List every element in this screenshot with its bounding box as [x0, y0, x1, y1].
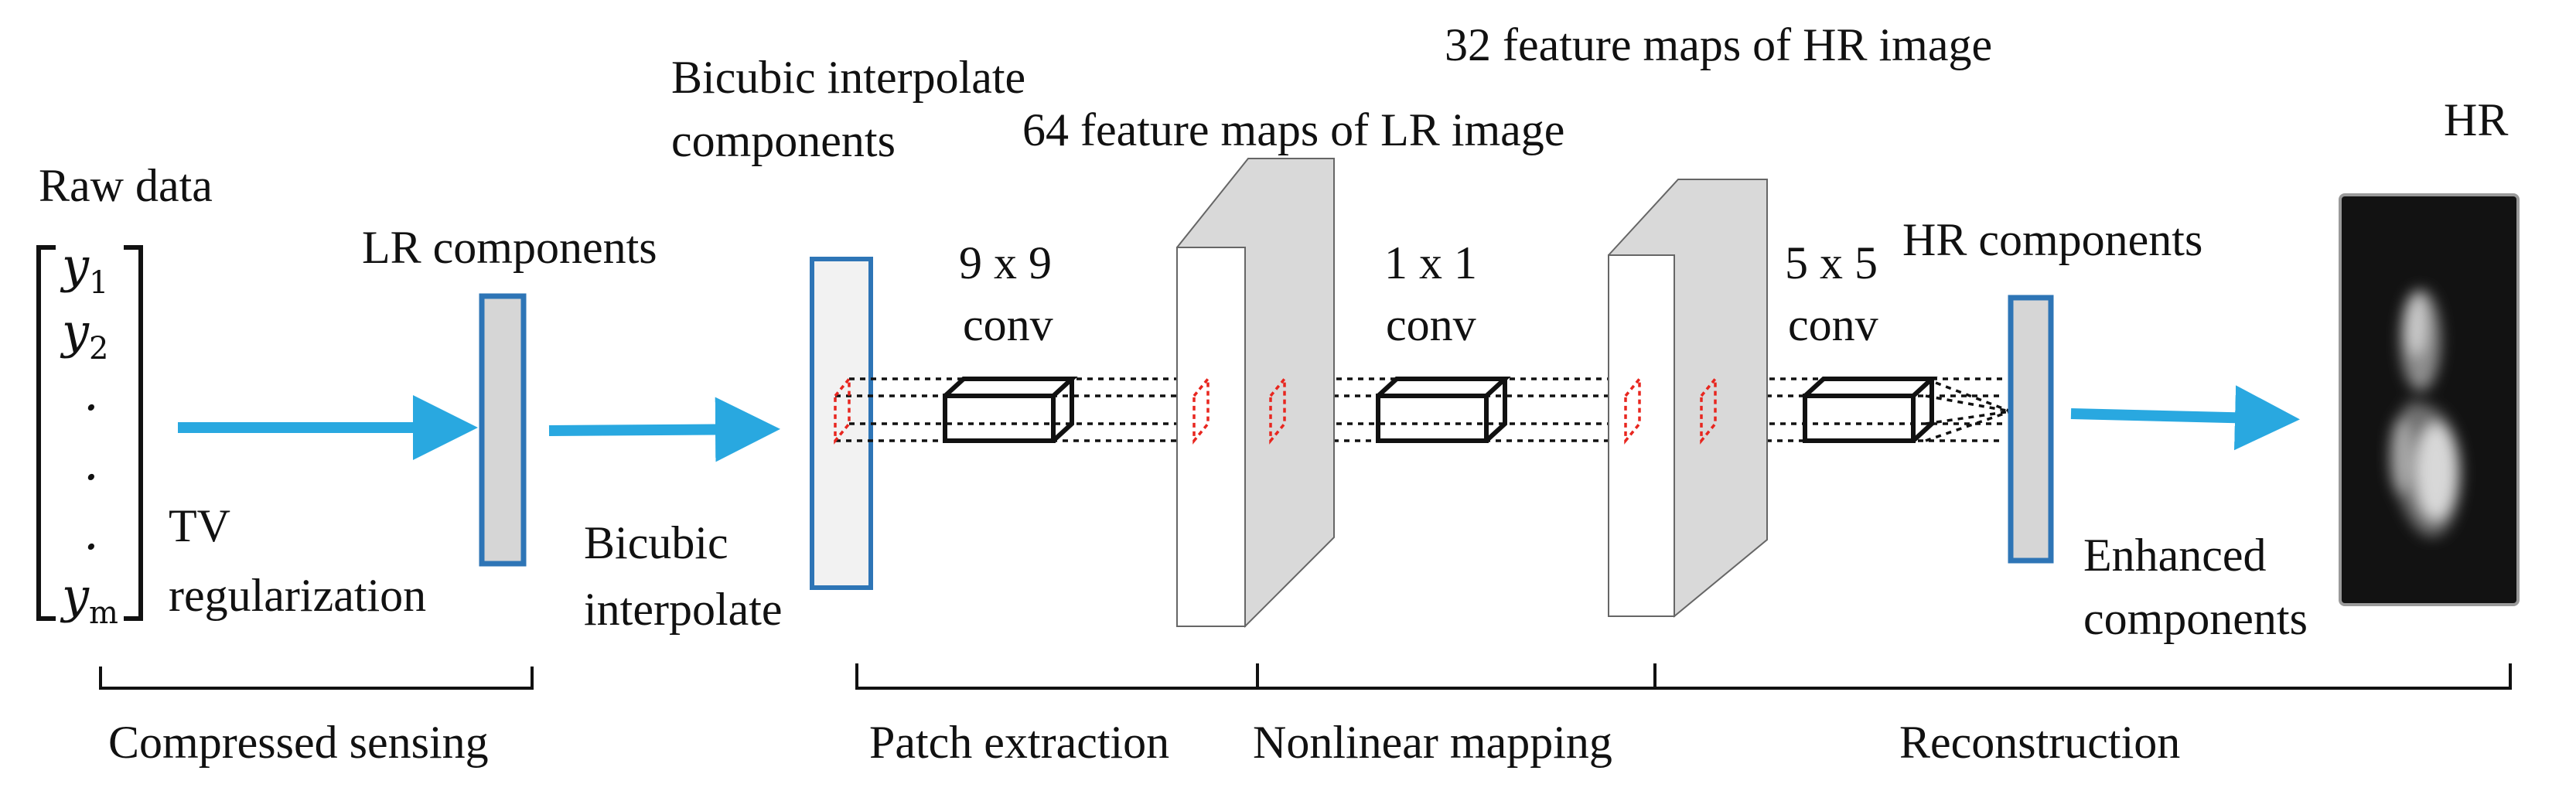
hr-output-image — [2339, 193, 2520, 606]
arrow-bicubic-interpolate — [548, 397, 780, 462]
conv1-label: conv — [963, 299, 1053, 350]
conv3-label: conv — [1788, 299, 1878, 350]
conv3-size-label: 5 x 5 — [1785, 237, 1878, 288]
vector-right-bracket — [124, 245, 143, 621]
stage-brackets — [99, 663, 2512, 690]
vector-dot-2: . — [84, 435, 99, 491]
tv-label-line1: TV — [169, 500, 230, 551]
hr-components-bar — [2008, 295, 2054, 564]
lr-feature-maps-label: 64 feature maps of LR image — [1022, 104, 1564, 155]
raw-data-vector: y1 y2 . . . ym — [36, 237, 143, 631]
patch-projection-lines — [835, 377, 2011, 442]
stage-reconstruction: Reconstruction — [1899, 717, 2180, 768]
hr-feature-maps-block — [1607, 179, 1768, 618]
patch-lr-front — [1192, 375, 1210, 445]
lr-components-bar — [479, 293, 527, 567]
tv-label-line2: regularization — [169, 570, 426, 621]
bicubic-components-label-line2: components — [671, 115, 896, 166]
lr-components-label: LR components — [362, 222, 657, 273]
bicubic-label-line1: Bicubic — [584, 517, 728, 568]
vector-y1: y1 — [60, 237, 108, 301]
conv3-kernel-box — [1803, 377, 1938, 443]
conv2-kernel-box — [1376, 377, 1511, 443]
hr-components-label: HR components — [1902, 214, 2202, 265]
stage-patch-extraction: Patch extraction — [869, 717, 1169, 768]
bicubic-label-line2: interpolate — [584, 584, 783, 635]
enhanced-label-line2: components — [2083, 593, 2308, 644]
conv2-size-label: 1 x 1 — [1384, 237, 1477, 288]
conv2-label: conv — [1386, 299, 1476, 350]
conv1-size-label: 9 x 9 — [959, 237, 1052, 288]
vector-ym: ym — [60, 568, 118, 631]
conv1-kernel-box — [943, 377, 1078, 443]
bracket-network — [855, 663, 2512, 690]
raw-data-label: Raw data — [39, 160, 213, 211]
vector-y2: y2 — [60, 303, 108, 367]
stage-nonlinear-mapping: Nonlinear mapping — [1253, 717, 1612, 768]
patch-lr-back — [1269, 375, 1286, 445]
vector-left-bracket — [36, 245, 56, 621]
vector-dot-1: . — [84, 365, 99, 421]
patch-hr-front — [1624, 375, 1641, 445]
vector-dot-3: . — [84, 504, 99, 561]
enhanced-label-line1: Enhanced — [2083, 530, 2267, 581]
hr-feature-maps-label: 32 feature maps of HR image — [1445, 19, 1992, 70]
bracket-compressed-sensing — [99, 667, 534, 690]
patch-bicubic — [834, 375, 851, 445]
lr-feature-maps-block — [1175, 158, 1335, 629]
stage-compressed-sensing: Compressed sensing — [108, 717, 489, 768]
patch-hr-back — [1700, 375, 1717, 445]
bicubic-components-label-line1: Bicubic interpolate — [671, 52, 1025, 103]
arrow-enhanced-components — [2070, 385, 2300, 451]
hr-image-label: HR — [2444, 94, 2508, 145]
